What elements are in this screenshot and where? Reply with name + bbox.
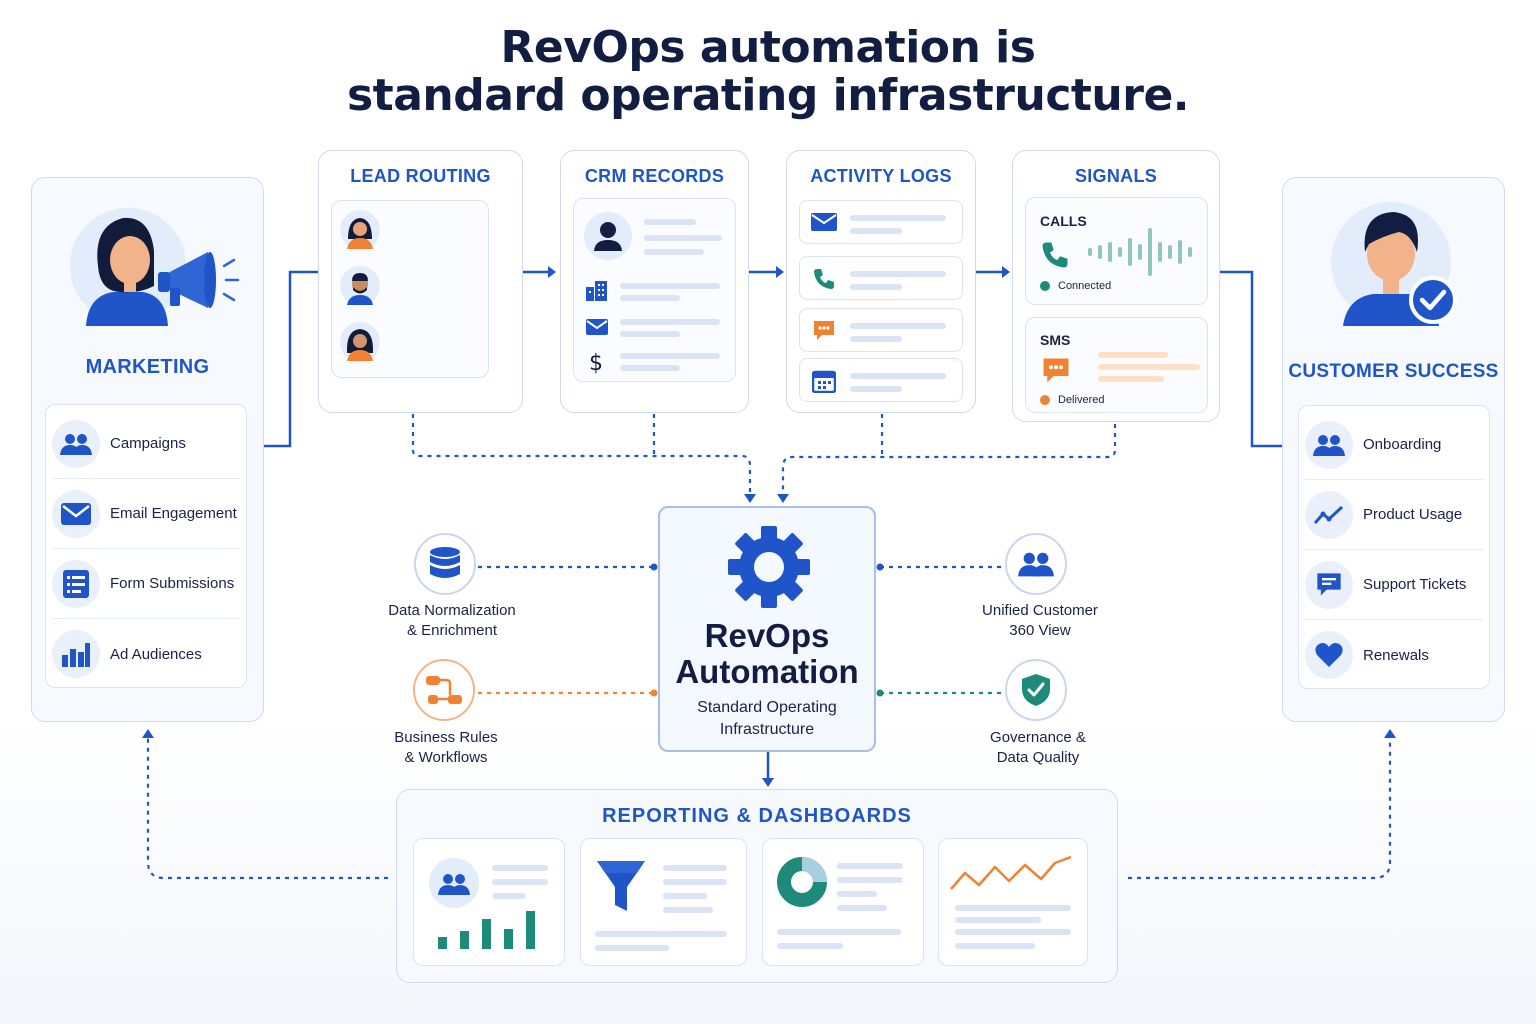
trend-line-icon [950, 855, 1072, 890]
activity-logs-card: ACTIVITY LOGS [786, 150, 976, 413]
cs-item-support-tickets[interactable]: Support Tickets [1305, 550, 1483, 620]
cs-item-label: Onboarding [1363, 436, 1442, 453]
trend-icon [1314, 505, 1344, 524]
log-row-email [799, 200, 963, 244]
rules-node [413, 659, 475, 721]
database-icon [430, 547, 460, 578]
log-row-call [799, 256, 963, 300]
marketing-item-label: Form Submissions [110, 575, 235, 592]
mail-icon [61, 502, 91, 525]
cs-item-onboarding[interactable]: Onboarding [1305, 410, 1483, 480]
funnel-icon [597, 861, 645, 911]
bar-chart-icon [438, 911, 535, 949]
sms-card: SMS Delivered [1025, 317, 1208, 413]
cs-agent-avatar-icon [1331, 202, 1457, 326]
svg-text:$: $ [589, 351, 603, 375]
customer360-node [1005, 533, 1067, 595]
lead-routing-card: LEAD ROUTING [318, 150, 523, 413]
chat-icon [1317, 572, 1341, 595]
dashboard-card-donut [762, 838, 924, 966]
sms-label: SMS [1040, 332, 1071, 348]
signals-card: SIGNALS CALLS Connected SMS Delivered [1012, 150, 1220, 422]
sms-status: Delivered [1040, 394, 1104, 406]
revops-automation-core: RevOps Automation Standard Operating Inf… [658, 506, 876, 752]
crm-records-heading: CRM RECORDS [584, 166, 725, 186]
marketer-avatar-icon [70, 208, 240, 326]
lead-avatar-2-icon [340, 266, 380, 306]
shield-check-icon [1022, 674, 1050, 706]
company-icon [586, 281, 607, 301]
page-title-line2: standard operating infrastructure. [346, 70, 1190, 121]
log-row-message [799, 308, 963, 352]
core-subtitle-line1: Standard Operating [697, 699, 837, 716]
core-subtitle-line2: Infrastructure [719, 721, 815, 738]
marketing-item-ads[interactable]: Ad Audiences [52, 619, 240, 689]
marketing-item-campaigns[interactable]: Campaigns [52, 409, 240, 479]
crm-record: $ [573, 198, 736, 382]
normalization-node [414, 533, 476, 595]
users-icon [429, 858, 479, 908]
marketing-item-forms[interactable]: Form Submissions [52, 549, 240, 619]
users-icon [1313, 434, 1345, 456]
phone-icon [814, 269, 834, 289]
users-icon [1018, 552, 1054, 577]
contact-avatar-icon [584, 212, 632, 260]
heart-icon [1315, 643, 1343, 667]
mail-icon [811, 213, 837, 231]
governance-node [1005, 659, 1067, 721]
rules-label: Business Rules & Workflows [394, 729, 498, 766]
message-icon [1043, 358, 1069, 383]
log-row-meeting [799, 358, 963, 402]
calendar-icon [812, 370, 836, 393]
core-title-line1: RevOps [704, 617, 830, 654]
customer-success-heading: CUSTOMER SUCCESS [1288, 361, 1499, 382]
cs-item-product-usage[interactable]: Product Usage [1305, 480, 1483, 550]
calls-label: CALLS [1040, 213, 1087, 229]
workflow-icon [426, 676, 462, 704]
mail-icon [586, 319, 608, 335]
marketing-heading: MARKETING [85, 356, 210, 378]
customer-success-panel: CUSTOMER SUCCESS Onboarding Product Usag… [1282, 177, 1505, 722]
donut-chart-icon [777, 857, 827, 907]
customer360-label: Unified Customer 360 View [982, 602, 1098, 639]
signals-heading: SIGNALS [1074, 166, 1158, 186]
cs-item-renewals[interactable]: Renewals [1305, 620, 1483, 690]
normalization-label: Data Normalization & Enrichment [388, 602, 516, 639]
calls-status: Connected [1040, 280, 1111, 292]
marketing-panel: MARKETING Campaigns Email Engagement For… [31, 177, 264, 722]
marketing-list: Campaigns Email Engagement Form Submissi… [45, 404, 247, 688]
activity-logs-heading: ACTIVITY LOGS [810, 166, 952, 186]
dashboard-card-trend [938, 838, 1088, 966]
reporting-heading: REPORTING & DASHBOARDS [602, 805, 912, 827]
page-title-line1: RevOps automation is [500, 22, 1036, 73]
form-icon [63, 569, 89, 598]
cs-item-label: Support Tickets [1363, 576, 1467, 593]
marketing-item-email[interactable]: Email Engagement [52, 479, 240, 549]
governance-label: Governance & Data Quality [990, 729, 1086, 766]
reporting-panel: REPORTING & DASHBOARDS [396, 789, 1118, 983]
dashboard-card-funnel [580, 838, 747, 966]
dashboard-card-users [413, 838, 565, 966]
crm-records-card: CRM RECORDS $ [560, 150, 749, 413]
dollar-icon: $ [589, 351, 603, 375]
customer-success-list: Onboarding Product Usage Support Tickets… [1298, 405, 1490, 689]
lead-avatar-3-icon [340, 322, 380, 362]
waveform-icon [1088, 228, 1192, 276]
marketing-item-label: Email Engagement [110, 505, 237, 522]
gear-icon [728, 526, 810, 608]
message-icon [814, 321, 834, 340]
bar-chart-icon [62, 643, 90, 667]
lead-avatar-1-icon [340, 210, 380, 250]
marketing-item-label: Ad Audiences [110, 645, 202, 663]
marketing-item-label: Campaigns [110, 435, 186, 452]
lead-routing-heading: LEAD ROUTING [350, 166, 491, 186]
cs-item-label: Renewals [1363, 646, 1429, 664]
cs-item-label: Product Usage [1363, 506, 1463, 523]
users-icon [60, 433, 92, 455]
phone-icon [1042, 242, 1068, 268]
core-title-line2: Automation [675, 653, 859, 690]
calls-card: CALLS Connected [1025, 197, 1208, 305]
